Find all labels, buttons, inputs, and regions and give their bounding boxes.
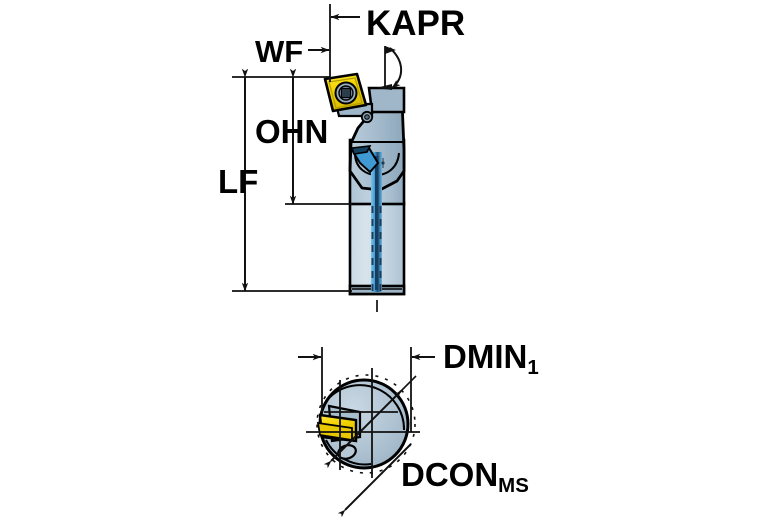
kapr-angle-arc <box>389 47 403 89</box>
clamp-screw-icon <box>360 110 374 124</box>
kapr-label: KAPR <box>366 4 466 43</box>
lf-label: LF <box>218 163 259 200</box>
dcon-label-subscript: MS <box>498 473 529 497</box>
dcon-label-base: DCON <box>401 456 499 493</box>
end-view-group <box>298 347 435 518</box>
insert-screw-icon <box>334 81 358 105</box>
dcon-dimension-line <box>323 375 417 518</box>
dcon-label: DCONMS <box>401 456 529 495</box>
side-view-group <box>232 4 406 312</box>
dmin-label: DMIN1 <box>443 338 539 377</box>
coolant-channel-icon <box>350 145 400 292</box>
end-view-construction-circle <box>316 374 416 474</box>
dmin-label-subscript: 1 <box>527 355 539 379</box>
ohn-label: OHN <box>255 113 329 150</box>
dmin-witness-lines <box>321 347 412 432</box>
end-view-insert-icon <box>316 413 358 443</box>
dimension-lines <box>241 13 403 292</box>
witness-lines <box>232 4 386 292</box>
wf-label: WF <box>255 34 304 69</box>
cutting-insert-icon <box>323 72 368 113</box>
dmin-label-base: DMIN <box>443 338 528 375</box>
